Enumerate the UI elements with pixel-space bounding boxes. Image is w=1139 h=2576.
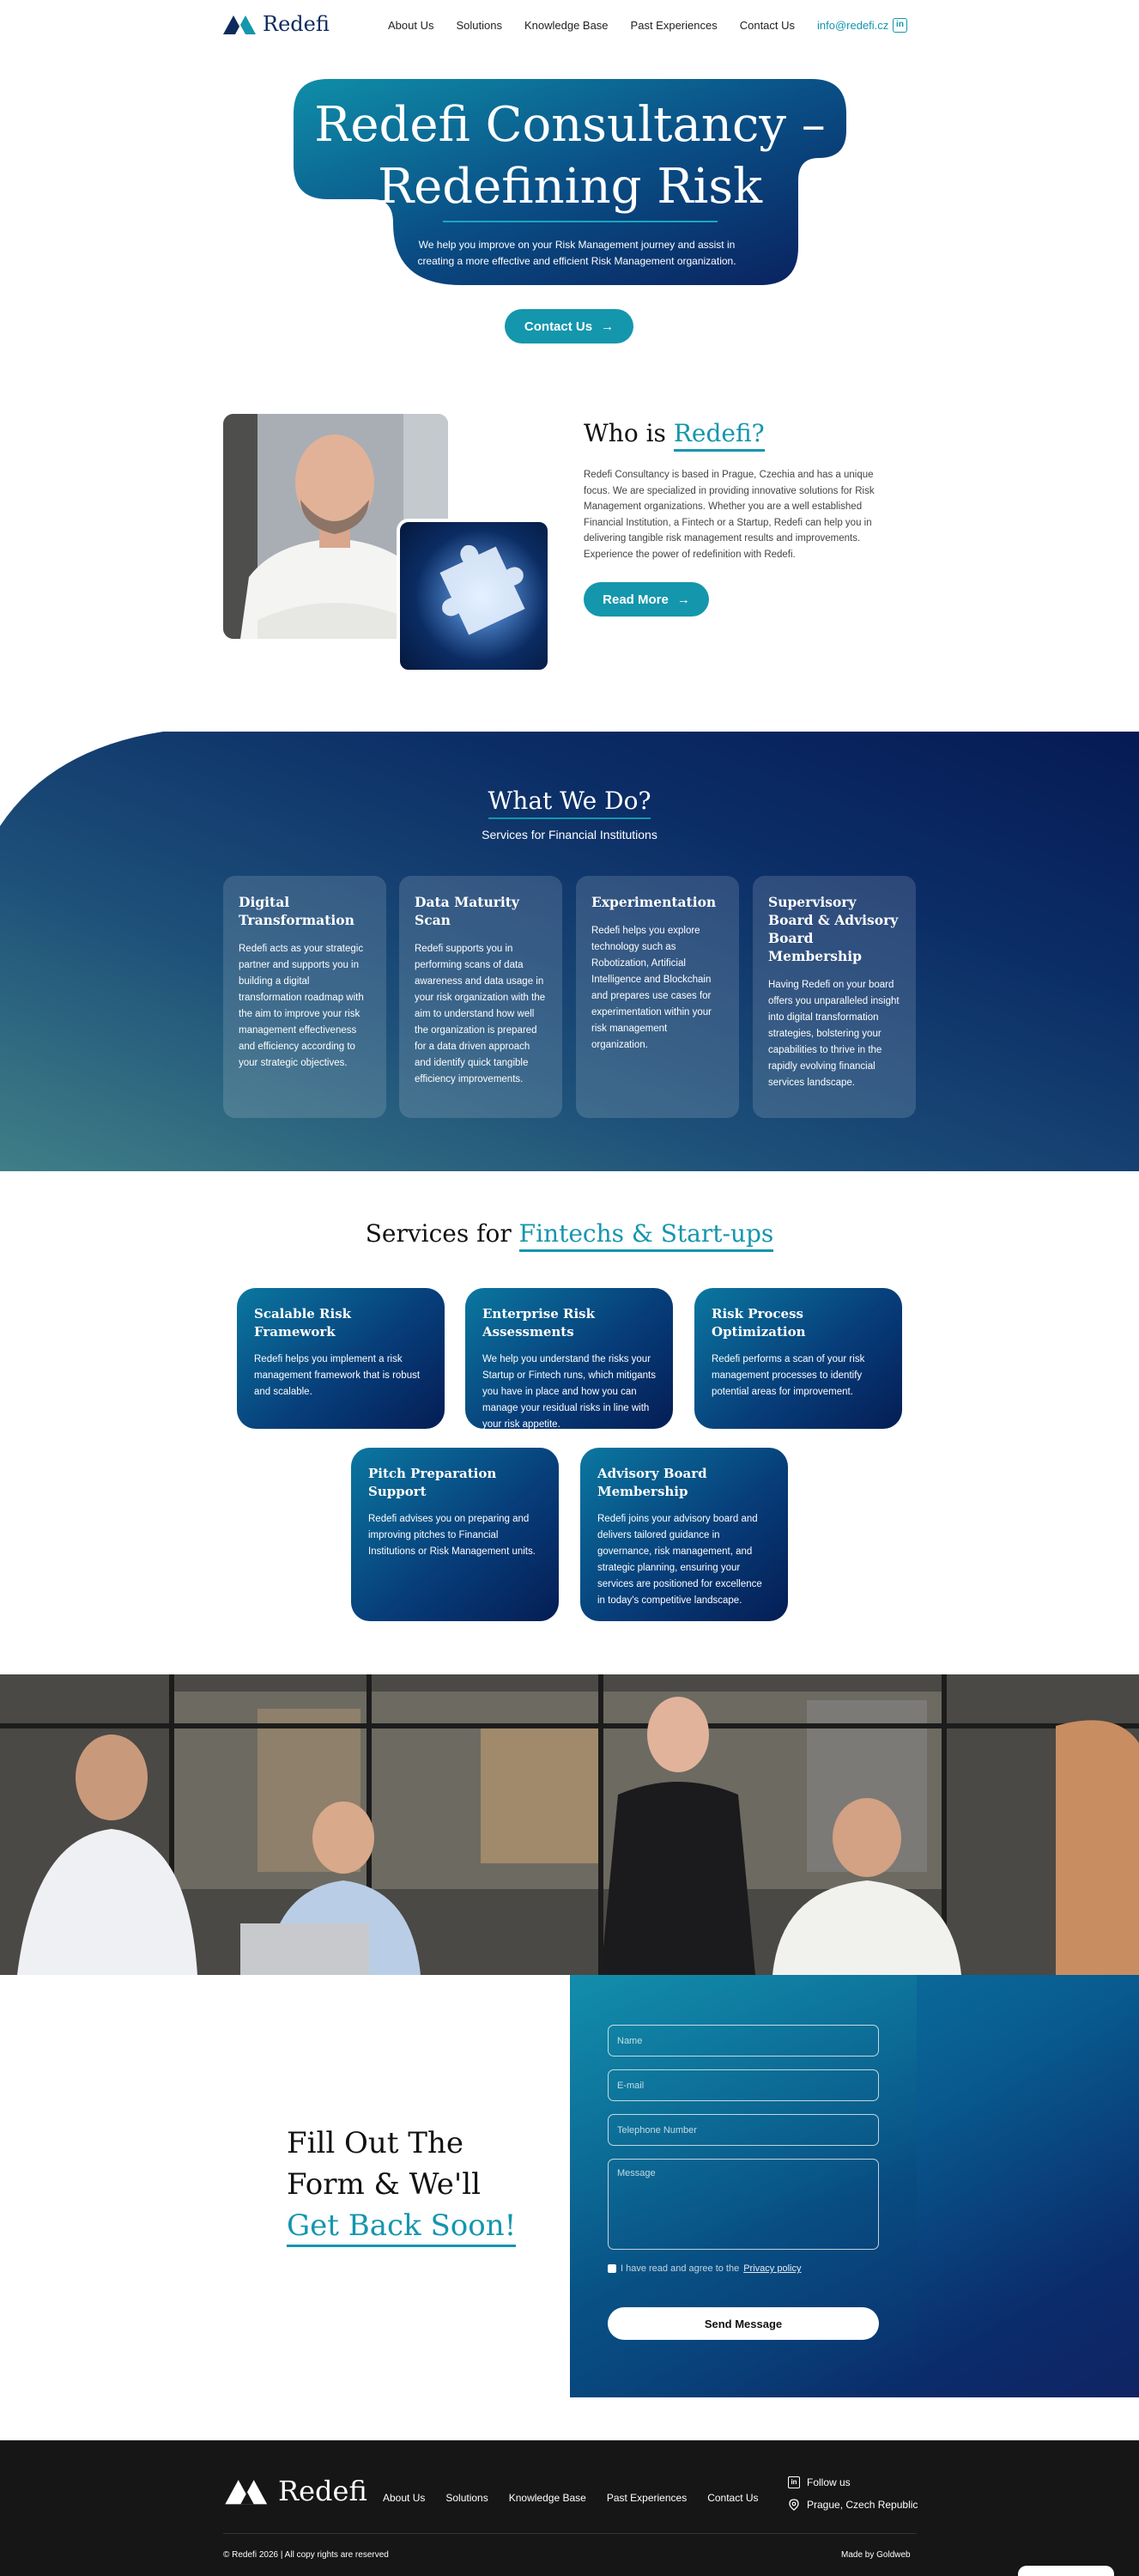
message-field[interactable]	[608, 2159, 879, 2250]
what-we-do-section: What We Do? Services for Financial Insti…	[0, 732, 1139, 1171]
form-heading: Fill Out The Form & We'll Get Back Soon!	[287, 2123, 517, 2247]
puzzle-piece-icon	[439, 544, 525, 635]
footer-follow[interactable]: in Follow us	[788, 2476, 851, 2488]
logo-mark-icon	[223, 15, 256, 34]
footer-nav-solutions[interactable]: Solutions	[445, 2492, 488, 2504]
service-card-experimentation[interactable]: Experimentation Redefi helps you explore…	[576, 876, 739, 1118]
nav-solutions[interactable]: Solutions	[456, 19, 502, 32]
fintech-card-scalable-risk-framework[interactable]: Scalable Risk Framework Redefi helps you…	[237, 1288, 445, 1429]
footer-widget-tab[interactable]	[1018, 2566, 1114, 2576]
privacy-policy-link[interactable]: Privacy policy	[743, 2263, 802, 2274]
footer-nav: About Us Solutions Knowledge Base Past E…	[383, 2492, 759, 2504]
footer-copyright: © Redefi 2026 | All copy rights are rese…	[223, 2550, 389, 2560]
read-more-button[interactable]: Read More →	[584, 582, 709, 617]
footer-divider	[223, 2533, 917, 2534]
footer-nav-past-experiences[interactable]: Past Experiences	[606, 2492, 688, 2504]
hero-contact-button[interactable]: Contact Us →	[505, 309, 633, 343]
logo-text: Redefi	[263, 12, 330, 36]
linkedin-icon: in	[788, 2476, 800, 2488]
fintech-card-pitch-preparation-support[interactable]: Pitch Preparation Support Redefi advises…	[351, 1448, 559, 1621]
nav-knowledge-base[interactable]: Knowledge Base	[524, 19, 609, 32]
location-pin-icon	[789, 2499, 799, 2511]
hero-divider	[443, 221, 718, 222]
agree-checkbox[interactable]	[608, 2264, 616, 2273]
name-field[interactable]	[608, 2025, 879, 2057]
nav-past-experiences[interactable]: Past Experiences	[630, 19, 718, 32]
hero-title: Redefi Consultancy – Redefining Risk	[314, 97, 826, 215]
team-meeting-illustration-icon	[0, 1674, 1139, 1975]
fintech-card-advisory-board-membership[interactable]: Advisory Board Membership Redefi joins y…	[580, 1448, 788, 1621]
phone-field[interactable]	[608, 2114, 879, 2146]
service-card-board-membership[interactable]: Supervisory Board & Advisory Board Membe…	[753, 876, 916, 1118]
footer-nav-knowledge-base[interactable]: Knowledge Base	[508, 2492, 586, 2504]
service-card-digital-transformation[interactable]: Digital Transformation Redefi acts as yo…	[223, 876, 386, 1118]
logo[interactable]: Redefi	[223, 12, 330, 36]
nav-about-us[interactable]: About Us	[388, 19, 434, 32]
who-title: Who is Redefi?	[584, 419, 765, 452]
hero-subtitle: We help you improve on your Risk Managem…	[417, 239, 736, 267]
what-we-do-background	[0, 732, 1139, 1171]
fintech-title: Services for Fintechs & Start-ups	[0, 1219, 1139, 1252]
send-message-button[interactable]: Send Message	[608, 2307, 879, 2340]
footer-logo-mark-icon	[225, 2480, 268, 2505]
hero-blob-shape	[294, 79, 846, 285]
arrow-right-icon: →	[601, 319, 615, 334]
who-description: Redefi Consultancy is based in Prague, C…	[584, 470, 875, 560]
site-header: Redefi About Us Solutions Knowledge Base…	[0, 0, 1139, 53]
fintech-card-risk-process-optimization[interactable]: Risk Process Optimization Redefi perform…	[694, 1288, 902, 1429]
footer-made-by[interactable]: Made by Goldweb	[841, 2550, 911, 2560]
arrow-right-icon: →	[676, 592, 690, 607]
what-we-do-title: What We Do?	[0, 787, 1139, 819]
what-we-do-subtitle: Services for Financial Institutions	[482, 828, 657, 841]
nav-contact-us[interactable]: Contact Us	[739, 19, 796, 32]
puzzle-photo	[397, 519, 551, 673]
footer-logo[interactable]: Redefi	[223, 2475, 367, 2507]
header-email-link[interactable]: info@redefi.cz	[817, 19, 889, 32]
hero-banner: Redefi Consultancy – Redefining Risk We …	[294, 79, 846, 285]
team-meeting-photo	[0, 1674, 1139, 1975]
footer-nav-contact-us[interactable]: Contact Us	[707, 2492, 759, 2504]
fintech-card-enterprise-risk-assessments[interactable]: Enterprise Risk Assessments We help you …	[465, 1288, 673, 1430]
footer-location: Prague, Czech Republic	[788, 2499, 918, 2511]
service-card-data-maturity-scan[interactable]: Data Maturity Scan Redefi supports you i…	[399, 876, 562, 1118]
privacy-agreement: I have read and agree to the Privacy pol…	[608, 2263, 801, 2274]
site-footer: Redefi About Us Solutions Knowledge Base…	[0, 2440, 1139, 2576]
email-field[interactable]	[608, 2069, 879, 2101]
linkedin-icon[interactable]: in	[893, 18, 907, 33]
main-nav: About Us Solutions Knowledge Base Past E…	[388, 19, 795, 32]
footer-nav-about-us[interactable]: About Us	[383, 2492, 426, 2504]
